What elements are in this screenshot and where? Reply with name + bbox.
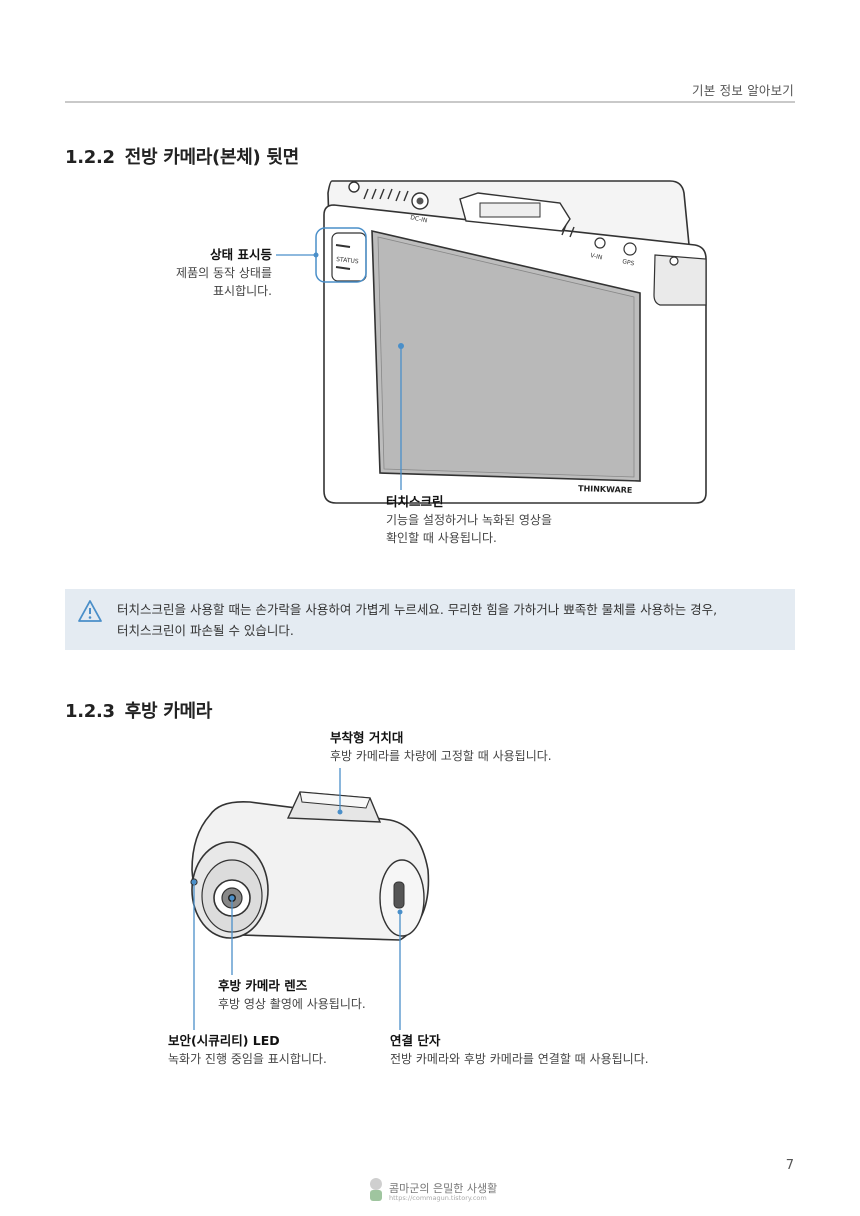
section-heading: 전방 카메라(본체) 뒷면 bbox=[124, 147, 299, 168]
callout-adhesive-mount: 부착형 거치대 후방 카메라를 차량에 고정할 때 사용됩니다. bbox=[330, 730, 552, 763]
callout-touchscreen: 터치스크린 기능을 설정하거나 녹화된 영상을 확인할 때 사용됩니다. bbox=[386, 494, 553, 545]
character-icon bbox=[370, 1178, 382, 1201]
rear-camera-illustration bbox=[190, 791, 430, 941]
callout-status-led: 상태 표시등 제품의 동작 상태를 표시합니다. bbox=[176, 247, 272, 298]
section-number: 1.2.2 bbox=[65, 147, 115, 168]
section-title-rear-camera: 1.2.3 후방 카메라 bbox=[65, 697, 212, 723]
page-number: 7 bbox=[785, 1158, 794, 1173]
dcin-label: DC-IN bbox=[410, 214, 428, 224]
callout-rear-lens: 후방 카메라 렌즈 후방 영상 촬영에 사용됩니다. bbox=[218, 978, 366, 1011]
warning-triangle-icon bbox=[78, 600, 102, 622]
warning-text: 터치스크린을 사용할 때는 손가락을 사용하여 가볍게 누르세요. 무리한 힘을… bbox=[117, 602, 718, 638]
rear-callout-lines bbox=[191, 768, 403, 1030]
front-camera-illustration: STATUS DC-IN V-IN GPS THINKWARE bbox=[323, 180, 707, 504]
section-number: 1.2.3 bbox=[65, 701, 115, 722]
front-callout-lines bbox=[276, 227, 404, 490]
header-divider bbox=[65, 101, 795, 103]
warning-box: 터치스크린을 사용할 때는 손가락을 사용하여 가볍게 누르세요. 무리한 힘을… bbox=[65, 589, 795, 650]
section-heading: 후방 카메라 bbox=[124, 701, 213, 722]
running-header: 기본 정보 알아보기 bbox=[692, 83, 794, 98]
callout-security-led: 보안(시큐리티) LED 녹화가 진행 중임을 표시합니다. bbox=[168, 1033, 327, 1066]
brand-logo: THINKWARE bbox=[578, 484, 633, 495]
section-title-front-camera: 1.2.2 전방 카메라(본체) 뒷면 bbox=[65, 143, 299, 169]
vin-label: V-IN bbox=[590, 252, 603, 261]
status-text: STATUS bbox=[336, 256, 359, 265]
callout-connector: 연결 단자 전방 카메라와 후방 카메라를 연결할 때 사용됩니다. bbox=[390, 1033, 649, 1066]
gps-label: GPS bbox=[622, 258, 635, 267]
